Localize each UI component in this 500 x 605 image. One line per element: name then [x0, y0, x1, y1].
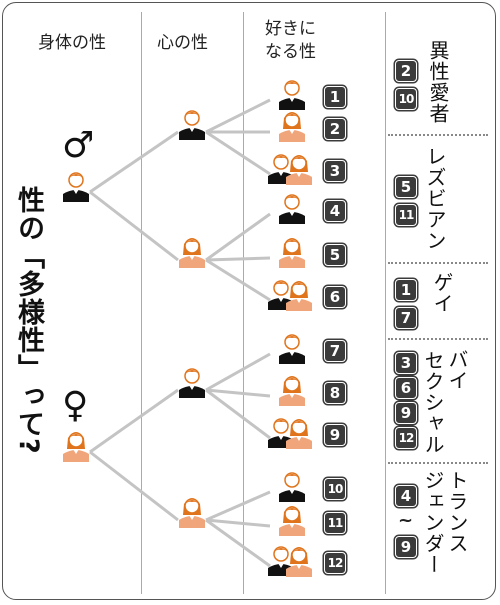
category-transgender-1: トランス [445, 470, 469, 554]
love-figure-8 [279, 376, 305, 406]
category-gay: ゲイ [430, 272, 454, 314]
love-figure-7 [279, 334, 305, 364]
leaf-badge-3: 3 [324, 160, 346, 182]
edge-root-mid-1 [89, 130, 179, 194]
category-3-badge-1: 1 [395, 279, 417, 301]
category-1-badge-2: 2 [395, 60, 417, 82]
header-body-sex: 身体の性 [38, 33, 106, 53]
edge-mid-leaf-7 [205, 352, 271, 392]
love-figure-10 [279, 472, 305, 502]
edge-mid-leaf-12 [205, 518, 271, 568]
category-5-badge-9: 9 [395, 536, 417, 558]
love-figure-3 [268, 154, 312, 185]
category-2-badge-5: 5 [395, 176, 417, 198]
category-4-badge-6: 6 [395, 377, 417, 399]
column-divider-2 [243, 12, 244, 594]
love-figure-4 [279, 194, 305, 224]
edge-mid-leaf-10 [205, 490, 271, 522]
column-divider-1 [141, 12, 142, 594]
header-love-sex-2: なる性 [265, 42, 316, 62]
leaf-badge-2: 2 [324, 118, 346, 140]
leaf-badge-1: 1 [324, 86, 346, 108]
body-female-figure [63, 432, 89, 462]
header-mind-sex: 心の性 [157, 33, 208, 53]
category-bisexual-2: セクシャル [421, 350, 445, 455]
edge-mid-leaf-3 [205, 130, 271, 176]
category-3-badge-7: 7 [395, 307, 417, 329]
category-heterosexual: 異性愛者 [426, 40, 450, 124]
edge-mid-leaf-1 [205, 98, 271, 134]
category-4-badge-9: 9 [395, 402, 417, 424]
love-figure-1 [279, 80, 305, 110]
male-symbol: ♂ [62, 125, 95, 166]
category-4-badge-3: 3 [395, 352, 417, 374]
love-figure-9 [268, 418, 312, 449]
mind-figure-3 [179, 368, 205, 398]
edge-mid-leaf-6 [205, 258, 271, 302]
leaf-badge-8: 8 [324, 382, 346, 404]
leaf-badge-5: 5 [324, 244, 346, 266]
love-figure-12 [268, 546, 312, 577]
love-figure-6 [268, 280, 312, 311]
category-transgender-2: ジェンダー [421, 470, 445, 575]
edge-root-mid-4 [89, 450, 179, 522]
female-symbol: ♀ [62, 385, 89, 426]
edge-mid-leaf-8 [205, 388, 271, 398]
edge-mid-leaf-5 [205, 256, 271, 262]
leaf-badge-10: 10 [324, 478, 346, 500]
body-male-figure [63, 172, 89, 202]
page-title: 性の「多様性」って? [13, 186, 44, 455]
leaf-badge-6: 6 [324, 286, 346, 308]
header-love-sex-1: 好きに [265, 19, 316, 39]
edge-root-mid-2 [89, 190, 179, 262]
mind-figure-4 [179, 498, 205, 528]
leaf-badge-7: 7 [324, 340, 346, 362]
love-figure-5 [279, 238, 305, 268]
category-4-badge-12: 12 [395, 427, 417, 449]
category-5-badge-4: 4 [395, 485, 417, 507]
category-bisexual-1: バイ [445, 349, 469, 391]
category-1-badge-10: 10 [395, 88, 417, 110]
category-divider-3 [388, 338, 488, 340]
edge-root-mid-3 [89, 388, 179, 454]
love-figure-2 [279, 112, 305, 142]
range-tilde: ~ [398, 510, 414, 531]
mind-figure-2 [179, 238, 205, 268]
leaf-badge-9: 9 [324, 424, 346, 446]
category-divider-2 [388, 262, 488, 264]
column-divider-3 [385, 12, 386, 594]
edge-mid-leaf-11 [205, 518, 271, 528]
category-divider-4 [388, 462, 488, 464]
leaf-badge-11: 11 [324, 512, 346, 534]
love-figure-11 [279, 506, 305, 536]
leaf-badge-4: 4 [324, 200, 346, 222]
mind-figure-1 [179, 110, 205, 140]
category-2-badge-11: 11 [395, 204, 417, 226]
category-lesbian: レズビアン [423, 146, 447, 251]
edge-mid-leaf-4 [205, 212, 271, 262]
leaf-badge-12: 12 [324, 552, 346, 574]
category-divider-1 [388, 134, 488, 136]
edge-mid-leaf-9 [205, 388, 271, 440]
